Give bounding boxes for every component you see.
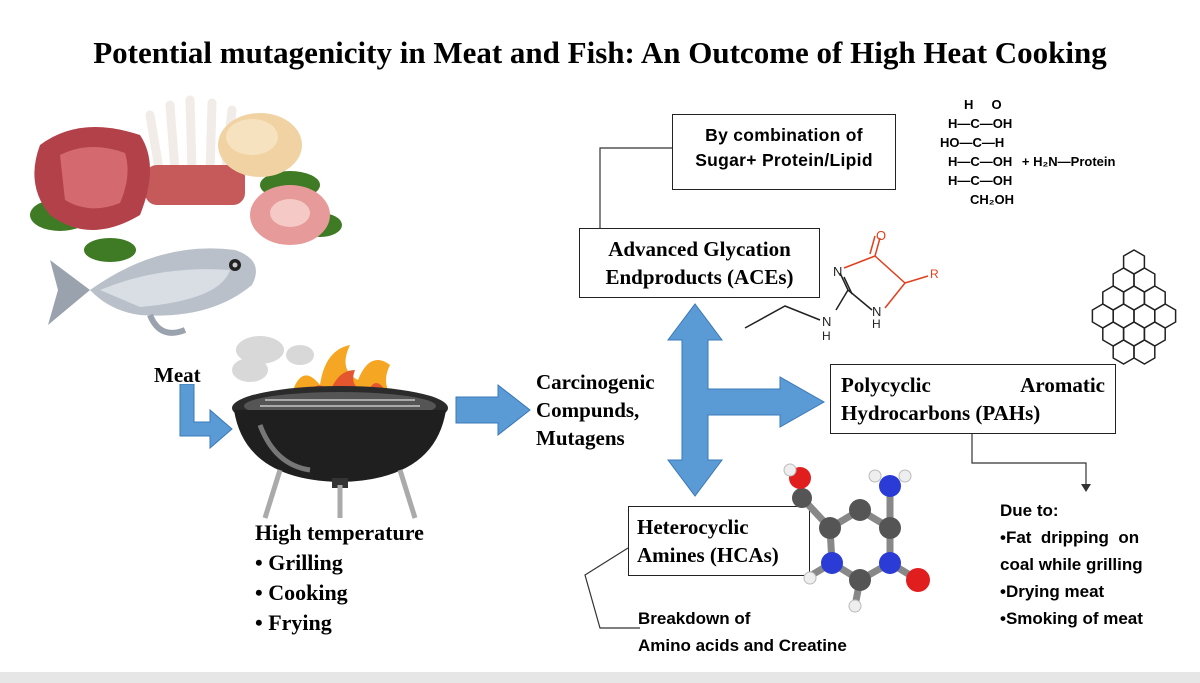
sugar-row-5: CH₂OH: [940, 190, 1140, 209]
sugar-structure: H O H—C—OH HO—C—H H—C—OH + H₂N—Protein H…: [940, 95, 1140, 209]
combination-line1: By combination of: [683, 123, 885, 148]
due-to-item-2: •Drying meat: [1000, 578, 1143, 605]
ring-h2: H: [872, 317, 881, 331]
ring-h1: H: [822, 329, 831, 343]
pahs-line2: Hydrocarbons (PAHs): [841, 399, 1105, 427]
breakdown-line2: Amino acids and Creatine: [638, 632, 847, 659]
sugar-amine: + H₂N—Protein: [1022, 154, 1116, 169]
breakdown-label: Breakdown of Amino acids and Creatine: [638, 605, 847, 659]
pahs-word2: Aromatic: [1020, 371, 1105, 399]
ages-ring-structure: N N H N H O R: [740, 228, 950, 348]
ring-r: R: [930, 267, 939, 281]
due-to-item-3: •Smoking of meat: [1000, 605, 1143, 632]
sugar-row-1: H—C—OH: [940, 114, 1140, 133]
sugar-row-3: H—C—OH: [948, 154, 1012, 169]
combination-line2: Sugar+ Protein/Lipid: [683, 148, 885, 173]
sugar-row-2: HO—C—H: [940, 133, 1140, 152]
combination-box: By combination of Sugar+ Protein/Lipid: [672, 114, 896, 190]
breakdown-line1: Breakdown of: [638, 605, 847, 632]
pah-ring-14: [1134, 340, 1155, 364]
pahs-box: Polycyclic Aromatic Hydrocarbons (PAHs): [830, 364, 1116, 434]
pah-ring-13: [1113, 340, 1134, 364]
ring-o: O: [876, 228, 886, 243]
due-to-item-1: •Fat dripping on: [1000, 524, 1143, 551]
due-to-item-1b: coal while grilling: [1000, 551, 1143, 578]
due-to-block: Due to: •Fat dripping on coal while gril…: [1000, 497, 1143, 632]
pahs-word1: Polycyclic: [841, 371, 931, 399]
sugar-row-4: H—C—OH: [940, 171, 1140, 190]
due-to-heading: Due to:: [1000, 497, 1143, 524]
ring-n2: N: [822, 314, 831, 329]
hca-molecule: [770, 458, 940, 618]
sugar-h: H: [964, 97, 973, 112]
bottom-bar: [0, 672, 1200, 683]
sugar-o: O: [991, 97, 1001, 112]
ring-n1: N: [833, 264, 842, 279]
